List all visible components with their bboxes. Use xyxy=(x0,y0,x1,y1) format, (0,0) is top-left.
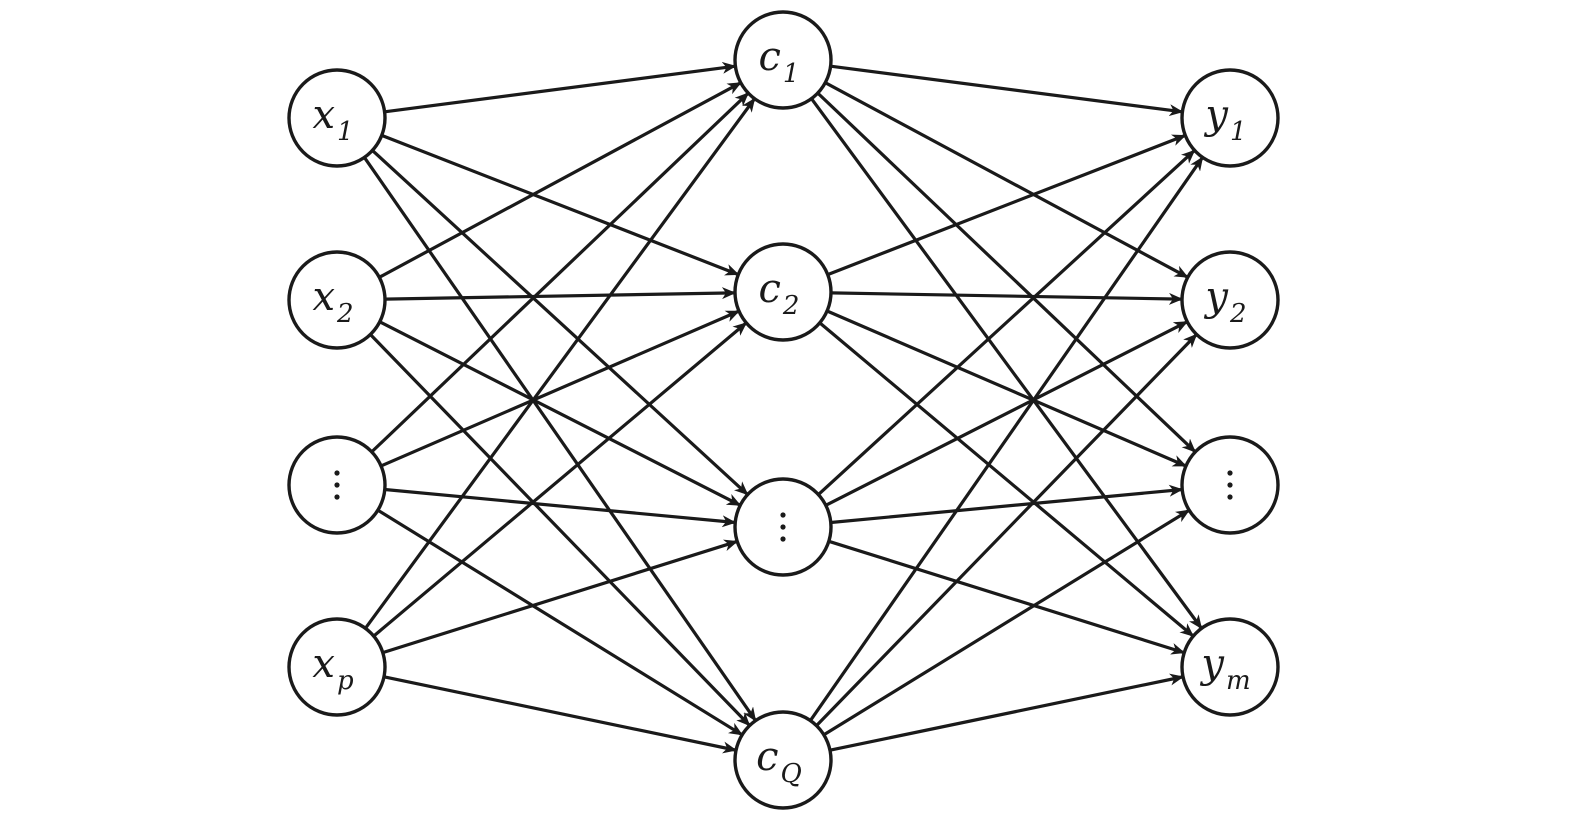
node-label-base: c xyxy=(756,734,778,780)
edge-x2-to-c-ellipsis xyxy=(379,320,742,507)
edge-xp-to-c2 xyxy=(372,322,748,638)
node-label-subscript: 2 xyxy=(336,299,354,329)
edge-c1-to-y-ellipsis xyxy=(816,91,1196,453)
edge-x-ellipsis-to-c1 xyxy=(370,92,749,454)
vertical-ellipsis-dot xyxy=(780,512,786,518)
edge-cQ-to-y-ellipsis xyxy=(823,509,1191,737)
edge-x-ellipsis-to-c-ellipsis xyxy=(384,487,737,528)
node-circle xyxy=(1180,250,1280,350)
edge-x2-to-c1 xyxy=(378,81,742,279)
edge-xp-to-c1 xyxy=(364,97,756,630)
node-c1: c1 xyxy=(733,10,833,110)
node-ym: ym xyxy=(1180,617,1280,717)
node-label-subscript: 1 xyxy=(783,59,800,89)
edge-x-ellipsis-to-cQ xyxy=(377,508,744,736)
node-circle xyxy=(287,250,387,350)
node-circle xyxy=(1180,617,1280,717)
node-label: c2 xyxy=(759,266,800,321)
node-xp: xp xyxy=(287,617,387,717)
edge-c-ellipsis-to-y-ellipsis xyxy=(830,484,1184,525)
vertical-ellipsis-dot xyxy=(780,524,786,530)
vertical-ellipsis-dot xyxy=(334,470,340,476)
edge-c-ellipsis-to-ym xyxy=(828,539,1186,655)
node-label-base: x xyxy=(312,641,335,687)
node-circle xyxy=(733,242,833,342)
vertical-ellipsis-dot xyxy=(334,482,340,488)
node-y1: y1 xyxy=(1180,68,1280,168)
node-label-base: y xyxy=(1203,92,1229,138)
node-label-subscript: 2 xyxy=(1229,299,1247,329)
node-circle xyxy=(1180,68,1280,168)
node-label-subscript: 1 xyxy=(1230,117,1247,147)
node-label-subscript: 2 xyxy=(782,291,800,321)
edge-x2-to-c2 xyxy=(384,287,736,301)
edge-c-ellipsis-to-y2 xyxy=(825,320,1189,507)
edge-x1-to-c-ellipsis xyxy=(371,149,749,496)
node-label: y2 xyxy=(1203,274,1246,329)
edge-cQ-to-y2 xyxy=(815,333,1198,727)
node-circle xyxy=(733,710,833,810)
edge-c2-to-ym xyxy=(818,321,1195,637)
edge-x1-to-cQ xyxy=(363,156,757,722)
node-label: x2 xyxy=(312,274,353,329)
node-label-base: y xyxy=(1199,641,1225,687)
node-label-subscript: m xyxy=(1226,666,1251,696)
node-circle xyxy=(287,68,387,168)
node-label: ym xyxy=(1199,641,1250,696)
node-circle xyxy=(287,617,387,717)
vertical-ellipsis-dot xyxy=(1227,494,1233,500)
node-label-subscript: p xyxy=(337,666,354,696)
edge-cQ-to-y1 xyxy=(809,156,1204,722)
edge-cQ-to-ym xyxy=(829,673,1184,752)
node-y-ellipsis xyxy=(1180,435,1280,535)
vertical-ellipsis-dot xyxy=(1227,470,1233,476)
edge-c2-to-y-ellipsis xyxy=(826,309,1187,468)
edge-x-ellipsis-to-c2 xyxy=(380,310,740,468)
vertical-ellipsis-dot xyxy=(334,494,340,500)
node-label-base: x xyxy=(312,274,335,320)
node-c-ellipsis xyxy=(733,477,833,577)
node-x2: x2 xyxy=(287,250,387,350)
edge-x1-to-c2 xyxy=(381,133,740,276)
vertical-ellipsis-dot xyxy=(780,536,786,542)
edge-c1-to-ym xyxy=(810,97,1203,630)
node-label-base: x xyxy=(312,92,335,138)
edge-c1-to-y2 xyxy=(824,81,1189,279)
node-label-subscript: 1 xyxy=(337,117,354,147)
edge-c2-to-y2 xyxy=(830,291,1183,305)
vertical-ellipsis-dot xyxy=(1227,482,1233,488)
node-label-base: c xyxy=(759,266,781,312)
node-label: y1 xyxy=(1203,92,1246,147)
edge-x2-to-cQ xyxy=(369,333,751,727)
node-label: c1 xyxy=(759,34,800,89)
edge-c1-to-y1 xyxy=(830,64,1184,117)
edge-xp-to-c-ellipsis xyxy=(382,539,739,655)
node-label-base: c xyxy=(759,34,781,80)
node-circle xyxy=(733,10,833,110)
node-label: x1 xyxy=(312,92,353,147)
edge-c-ellipsis-to-y1 xyxy=(817,149,1196,496)
connections xyxy=(363,61,1204,754)
node-label-base: y xyxy=(1203,274,1229,320)
node-label: xp xyxy=(312,641,354,696)
node-x-ellipsis xyxy=(287,435,387,535)
edge-c2-to-y1 xyxy=(827,134,1187,277)
node-label-subscript: Q xyxy=(781,759,802,789)
node-label: cQ xyxy=(756,734,802,789)
edge-xp-to-cQ xyxy=(383,675,737,754)
node-c2: c2 xyxy=(733,242,833,342)
node-y2: y2 xyxy=(1180,250,1280,350)
node-cQ: cQ xyxy=(733,710,833,810)
node-x1: x1 xyxy=(287,68,387,168)
edge-x1-to-c1 xyxy=(384,61,737,114)
